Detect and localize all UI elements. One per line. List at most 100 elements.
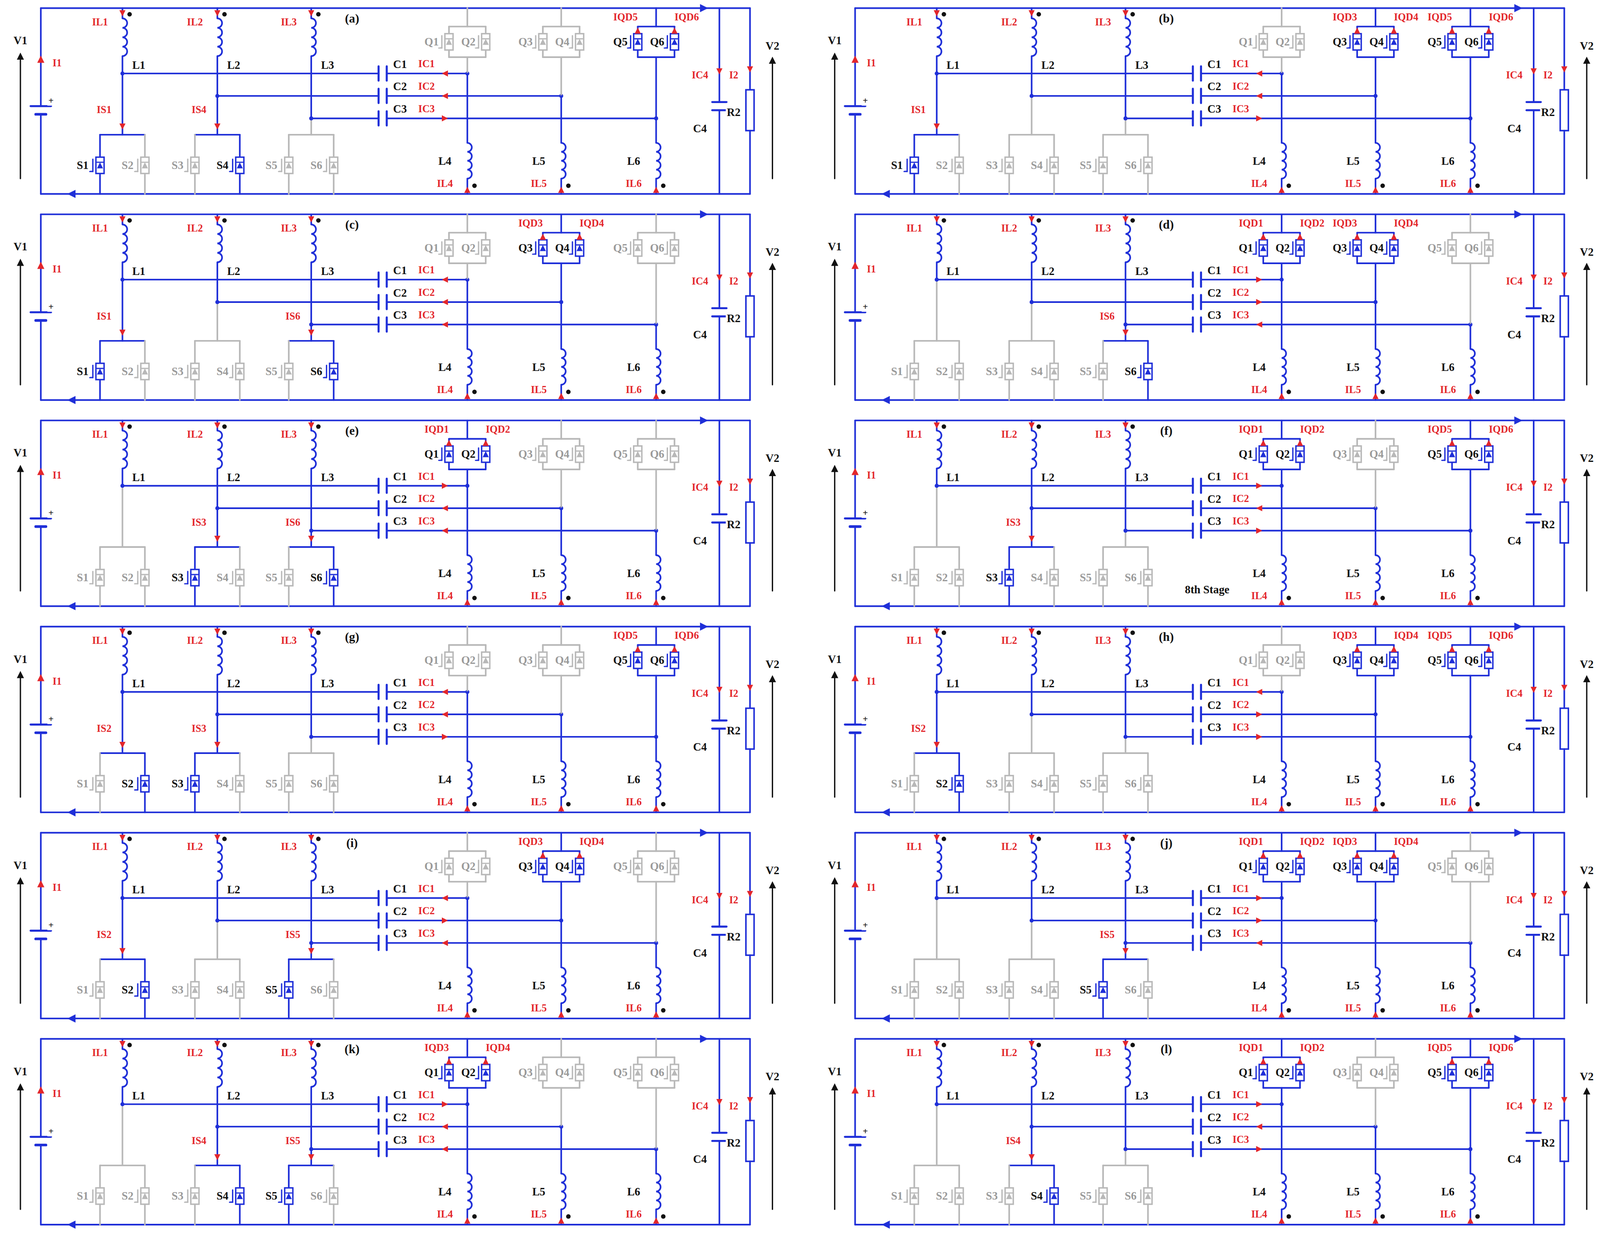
diode-symbol <box>956 1192 963 1200</box>
mosfet-gate <box>231 365 234 378</box>
mosfet-symbol <box>1353 239 1362 257</box>
mosfet-gate <box>134 995 138 997</box>
wire <box>1532 626 1535 721</box>
wire <box>448 25 486 28</box>
wire <box>637 850 675 852</box>
mosfet-gate <box>278 376 282 378</box>
wire <box>914 752 960 754</box>
diode-bar <box>1297 37 1304 40</box>
mosfet-gate <box>666 448 668 461</box>
capacitor-plate <box>377 317 380 332</box>
mosfet-gate <box>1140 159 1142 172</box>
mosfet-symbol <box>1050 363 1059 380</box>
inductor-symbol <box>217 430 222 469</box>
polarity-dot <box>660 183 666 189</box>
diode-symbol <box>285 986 293 993</box>
current-arrow <box>746 1096 754 1104</box>
mosfet-gate <box>1289 871 1293 874</box>
mosfet-symbol <box>1448 445 1457 463</box>
wire <box>855 213 1565 216</box>
mosfet-symbol <box>538 1064 547 1081</box>
mosfet-gate <box>92 1189 94 1202</box>
capacitor-plate <box>377 707 380 722</box>
mosfet-gate <box>664 1078 668 1080</box>
battery-plate <box>849 319 860 322</box>
flow-arrow <box>700 4 709 13</box>
current-arrow <box>746 684 754 691</box>
mosfet-gate <box>89 376 93 378</box>
mosfet-symbol <box>1050 569 1059 586</box>
battery-plate <box>849 525 860 528</box>
mosfet-gate <box>89 582 93 585</box>
capacitor-plate <box>377 66 380 81</box>
mosfet-gate <box>1255 35 1257 48</box>
polarity-dot <box>222 218 227 223</box>
wire <box>40 811 751 814</box>
wire <box>386 529 657 532</box>
inductor-symbol <box>1281 555 1287 592</box>
diode-bar <box>236 367 243 369</box>
wire <box>100 546 146 548</box>
wire <box>560 714 562 762</box>
mosfet-gate <box>534 654 537 667</box>
mosfet-gate <box>1349 241 1351 255</box>
mosfet-gate <box>477 448 479 461</box>
mosfet-symbol <box>141 157 150 174</box>
mosfet-gate <box>325 777 328 790</box>
wire <box>122 897 379 899</box>
polarity-dot <box>472 389 477 395</box>
current-arrow <box>308 1040 315 1048</box>
current-arrow <box>1122 422 1129 429</box>
resistor-symbol <box>745 89 755 131</box>
diode-bar <box>1448 862 1456 865</box>
current-arrow <box>1122 834 1129 842</box>
capacitor-plate <box>1191 890 1195 905</box>
polarity-dot <box>1130 12 1135 17</box>
wire <box>194 546 240 548</box>
diode-symbol <box>330 574 337 581</box>
current-arrow <box>441 711 449 718</box>
inductor-symbol <box>1470 348 1475 385</box>
wire <box>936 690 1193 693</box>
mosfet-symbol <box>235 363 245 380</box>
mosfet-symbol <box>538 445 547 463</box>
polarity-dot <box>566 1007 571 1013</box>
wire <box>311 1148 379 1150</box>
mosfet-gate <box>1043 995 1047 997</box>
wire <box>466 469 469 486</box>
wire <box>448 1056 486 1059</box>
wire <box>560 881 562 921</box>
diode-symbol <box>911 368 918 375</box>
wire <box>1280 263 1283 280</box>
resistor-symbol <box>1560 1120 1569 1162</box>
diode-bar <box>1485 656 1492 658</box>
mosfet-symbol <box>481 33 490 51</box>
wire <box>1532 8 1535 103</box>
voltage-arrowhead <box>768 56 777 64</box>
wire <box>718 8 721 103</box>
mosfet-gate <box>278 582 282 585</box>
mosfet-symbol <box>1098 1187 1108 1205</box>
diode-bar <box>1297 862 1304 865</box>
mosfet-symbol <box>481 652 490 669</box>
junction-dot <box>1123 940 1128 945</box>
wire <box>217 713 379 716</box>
current-arrow <box>1448 645 1456 653</box>
diode-symbol <box>96 574 104 581</box>
diode-bar <box>141 161 149 163</box>
diode-bar <box>96 986 104 988</box>
diode-symbol <box>1390 1069 1398 1076</box>
mosfet-symbol <box>235 981 245 998</box>
current-arrow <box>634 645 641 653</box>
wire <box>1125 1148 1193 1150</box>
wire <box>310 262 313 325</box>
polarity-dot <box>566 1214 571 1219</box>
diode-bar <box>191 780 199 782</box>
mosfet-symbol <box>444 1064 454 1081</box>
wire <box>855 625 1565 628</box>
wire <box>935 262 938 280</box>
mosfet-gate <box>1478 871 1482 874</box>
mosfet-gate <box>1292 654 1294 667</box>
junction-dot <box>309 116 314 121</box>
flow-arrow <box>700 622 709 631</box>
